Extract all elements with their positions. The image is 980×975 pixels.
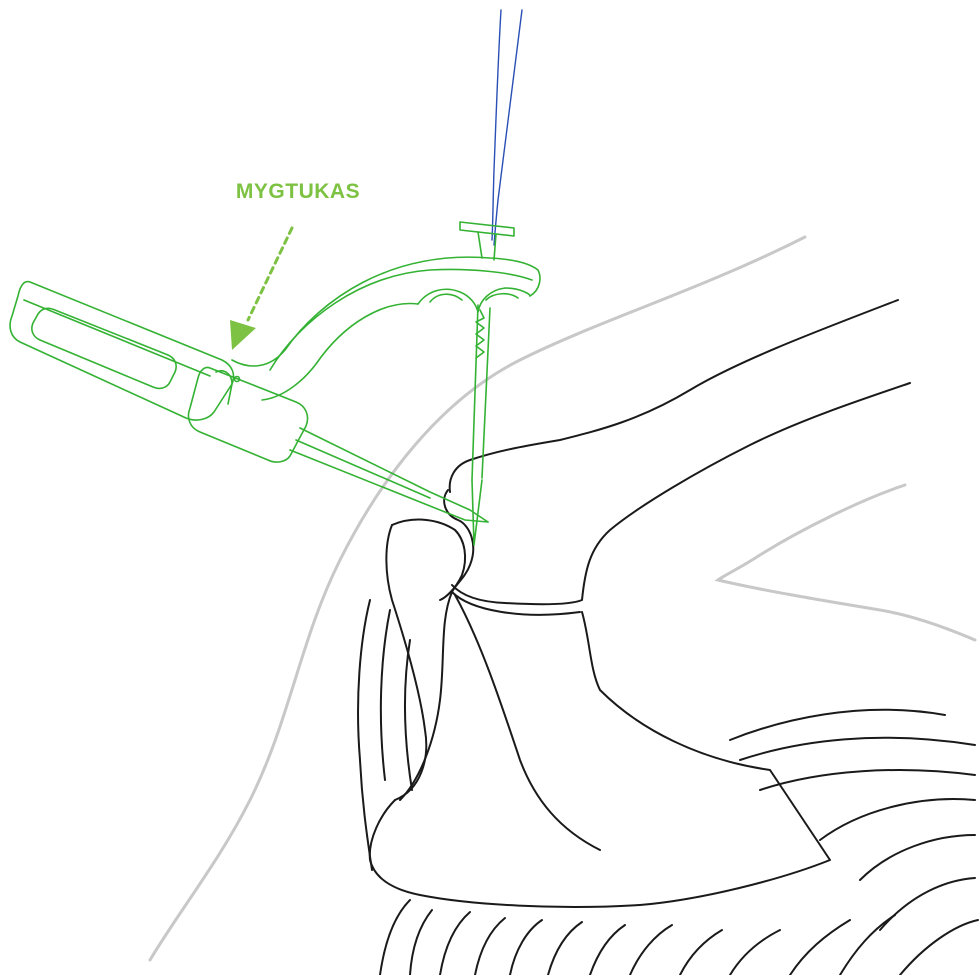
instrument-grip-window [32,308,176,388]
acromion-lower [452,383,910,604]
rib-7 [900,920,978,975]
coracoid [392,520,465,600]
suture-passer-instrument [10,222,540,545]
suture-strand-1 [492,10,501,240]
rib-lower-10 [730,930,780,975]
rib-lower-5 [510,920,542,975]
instrument-button-housing [188,367,307,462]
rib-4 [820,799,975,840]
instrument-needle-tip [472,480,482,545]
rib-5 [860,835,975,880]
rib-6 [880,878,975,930]
callout-arrow-line [248,228,292,320]
rib-lower-4 [475,918,505,975]
instrument-bridge-cutout-1 [430,294,462,302]
suture-strands [492,10,522,245]
instrument-t-handle [460,222,514,236]
rib-lower-2 [410,910,432,975]
arm-bone-front [358,600,372,870]
instrument-bridge [418,288,530,312]
instrument-grip [10,282,233,420]
rib-lower-6 [548,922,582,975]
rib-lower-1 [380,900,410,975]
instrument-shaft-lower [290,450,488,522]
scapula-body [370,612,830,907]
scapula-spine [400,592,452,800]
skin-contour-inner [718,485,975,640]
instrument-bridge-cutout-2 [486,294,518,300]
rib-lower-7 [590,925,625,975]
callout-label: MYGTUKAS [236,180,360,203]
skin-outline [150,237,975,960]
anatomy [358,300,978,975]
rib-lower-8 [630,925,672,975]
instrument-t-stem [478,232,496,260]
rib-lower-3 [440,912,470,975]
arm-bone-back [381,610,390,780]
instrument-arc-inner [262,304,418,400]
rib-lower-11 [790,920,850,975]
rib-1 [730,710,945,740]
blade-outline [455,595,600,850]
instrument-grip-line [24,300,210,376]
suture-strand-2 [494,10,522,245]
callout-arrow [230,228,292,350]
callout-arrow-head [230,320,256,350]
rib-lower-9 [680,930,722,975]
instrument-arc-outer [232,257,540,366]
instrument-shaft-mid [296,440,430,498]
instrument-arc-top [270,269,532,370]
rib-2 [740,738,975,760]
rib-3 [760,770,975,790]
rib-lower-12 [840,915,895,975]
acromion [450,300,898,492]
instrument-shaft-upper [300,428,488,522]
